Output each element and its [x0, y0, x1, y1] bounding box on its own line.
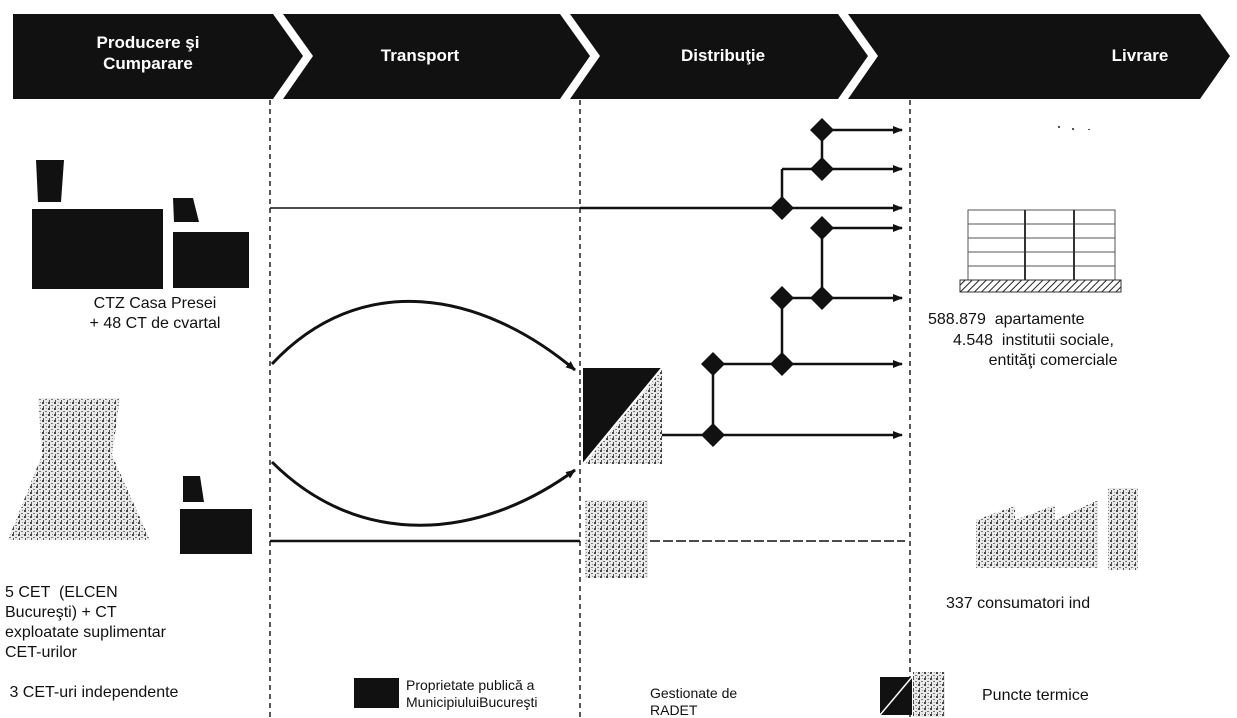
valve-nodes: [701, 118, 834, 447]
chp-plant-icon: [32, 160, 249, 289]
stage-transport-label: Transport: [381, 46, 460, 65]
legend-substations-label: Puncte termice: [982, 687, 1089, 704]
substation-icon: [582, 367, 663, 465]
cet-caption-independent: 3 CET-uri independente: [5, 684, 179, 701]
valve-node: [770, 196, 794, 220]
stage-delivery-label: Livrare: [1112, 46, 1169, 65]
banner-stage-production: [13, 14, 303, 99]
valve-node: [770, 352, 794, 376]
stage-distribution-label: Distribuţie: [681, 46, 765, 65]
cet-plant-icon: [8, 398, 252, 554]
valve-node: [770, 286, 794, 310]
scan-specks: [1058, 126, 1090, 130]
transport-arc-upper: [270, 299, 576, 372]
valve-node: [810, 216, 834, 240]
stage-separators: [269, 100, 911, 718]
apartments-count-label: 588.879 apartamente: [928, 311, 1085, 328]
banner-stage-transport: [283, 14, 590, 99]
industrial-consumers-label: 337 consumatori ind: [946, 595, 1090, 612]
apartment-building-icon: [959, 209, 1122, 293]
industrial-substation-icon: [585, 500, 648, 578]
factory-chimney-icon: [1108, 488, 1138, 570]
valve-node: [810, 157, 834, 181]
legend-substation-swatch: [879, 672, 945, 717]
institutions-count-label: 4.548 institutii sociale, entităţi comer…: [953, 332, 1118, 369]
banner-stage-delivery: [848, 14, 1230, 99]
legend-public-property-swatch: [354, 678, 399, 708]
valve-node: [810, 118, 834, 142]
banner-stage-distribution: [570, 14, 868, 99]
transport-arc-lower: [270, 460, 576, 527]
transport-lines: [270, 207, 905, 543]
process-banner: [13, 14, 1230, 99]
valve-node: [701, 423, 725, 447]
factory-icon: [976, 500, 1098, 568]
chp-caption: CTZ Casa Presei+ 48 CT de cvartal: [90, 295, 221, 332]
valve-node: [810, 286, 834, 310]
valve-node: [701, 352, 725, 376]
